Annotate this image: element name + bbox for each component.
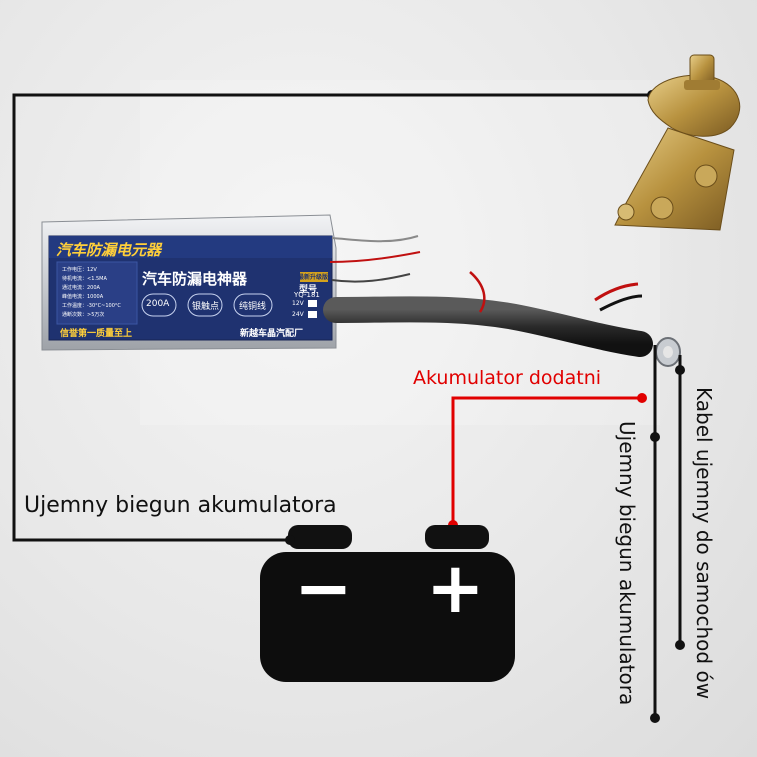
label-cable-to-car: Kabel ujemny do samochod ów xyxy=(692,387,716,700)
module-button-copper: 纯铜线 xyxy=(239,302,267,312)
leakage-protector-module xyxy=(41,214,421,351)
module-model: YQ-181 xyxy=(294,291,320,299)
module-button-200a: 200A xyxy=(146,299,170,309)
module-spec: 工作温度：-30°C~100°C xyxy=(62,303,121,309)
module-maker: 新越车晶汽配厂 xyxy=(240,329,304,339)
module-voltage-24: 24V xyxy=(292,311,304,318)
module-spec: 通断次数：>5万次 xyxy=(62,312,105,318)
label-battery-negative-left: Ujemny biegun akumulatora xyxy=(24,493,337,518)
module-button-silver: 银触点 xyxy=(192,302,220,312)
main-cable xyxy=(323,296,653,357)
module-spec: 峰值电流：1000A xyxy=(62,294,104,300)
module-title: 汽车防漏电神器 xyxy=(142,270,248,288)
battery-clamp xyxy=(614,54,741,231)
battery-minus-symbol: − xyxy=(294,547,353,629)
battery-plus-symbol: + xyxy=(426,547,485,629)
module-spec: 待机电流：<1.5MA xyxy=(62,276,107,282)
positive-wire xyxy=(451,396,642,525)
module-spec: 通过电流：200A xyxy=(62,285,100,291)
module-header: 汽车防漏电元器 xyxy=(56,241,162,259)
module-model-label: 型号 xyxy=(299,285,318,295)
module-badge: 最新升级版 xyxy=(298,274,329,281)
battery-positive-terminal xyxy=(425,525,489,549)
label-battery-positive: Akumulator dodatni xyxy=(413,367,602,389)
battery-negative-terminal xyxy=(288,525,352,549)
label-battery-negative-vertical: Ujemny biegun akumulatora xyxy=(615,421,639,706)
module-voltage-12: 12V xyxy=(292,300,304,307)
module-spec: 工作电压：12V xyxy=(62,267,97,273)
module-slogan: 信誉第一质量至上 xyxy=(60,329,133,339)
battery xyxy=(260,525,515,682)
negative-wire-left xyxy=(12,93,652,542)
